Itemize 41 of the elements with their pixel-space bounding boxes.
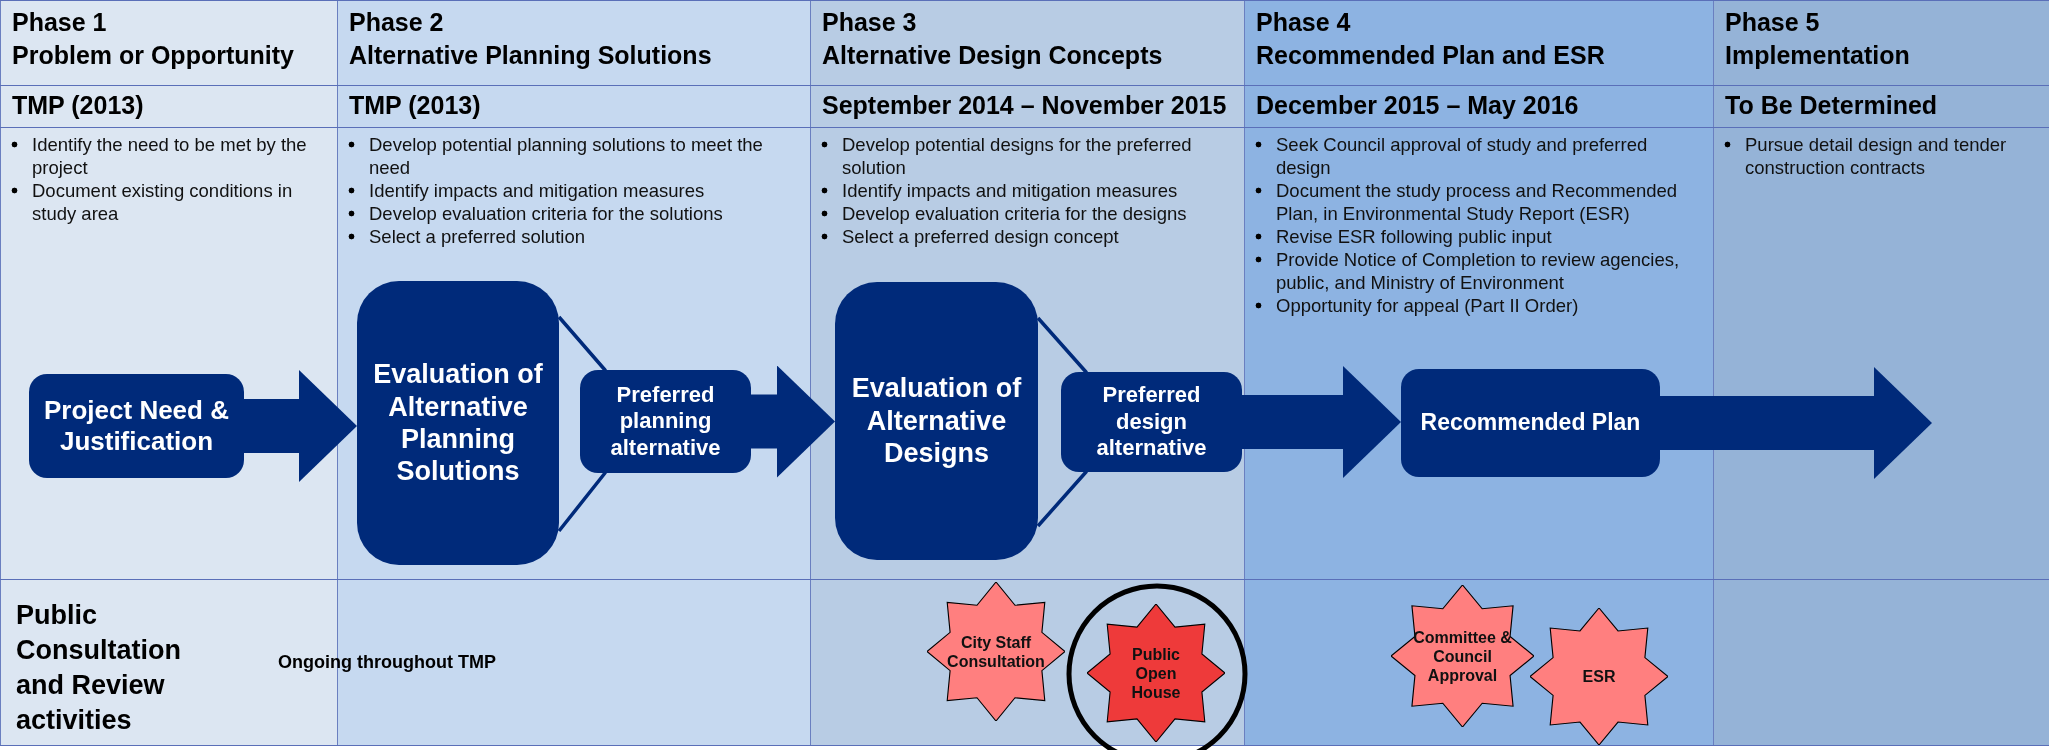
- note-text: Ongoing throughout TMP: [278, 652, 496, 673]
- row-heading: Public Consultation and Review activities: [16, 599, 182, 737]
- box-label: Evaluation of Alternative Designs: [850, 372, 1023, 470]
- block-arrow: [1660, 367, 1932, 479]
- star-shape: [1391, 585, 1534, 727]
- star-label: Public Open House: [1130, 644, 1182, 702]
- star-shape: [1530, 608, 1668, 745]
- block-arrow: [751, 365, 835, 478]
- phase-heading: Phase 1: [12, 8, 107, 37]
- phase-date: To Be Determined: [1725, 91, 1938, 120]
- star-label: ESR: [1582, 667, 1616, 686]
- block-arrow: [244, 370, 357, 482]
- box-label: Preferred design alternative: [1095, 382, 1208, 462]
- star-shape: [1087, 604, 1225, 742]
- star-label: City Staff Consultation: [946, 632, 1046, 671]
- process-box: [357, 281, 559, 565]
- phase-heading: Phase 4: [1256, 8, 1351, 37]
- phase-date: TMP (2013): [12, 91, 144, 120]
- star-shape: [927, 582, 1065, 721]
- process-box: [580, 370, 751, 473]
- box-label: Recommended Plan: [1420, 409, 1641, 437]
- process-box: [835, 282, 1038, 560]
- phase-title: Alternative Planning Solutions: [349, 41, 712, 70]
- phase-title: Problem or Opportunity: [12, 41, 294, 70]
- phase-title: Alternative Design Concepts: [822, 41, 1163, 70]
- star-label: Committee & Council Approval: [1412, 627, 1513, 685]
- phase-title: Recommended Plan and ESR: [1256, 41, 1605, 70]
- process-box: [29, 374, 244, 478]
- phase-date: TMP (2013): [349, 91, 481, 120]
- phase-heading: Phase 3: [822, 8, 917, 37]
- box-label: Evaluation of Alternative Planning Solutions: [372, 358, 544, 488]
- box-label: Project Need & Justification: [43, 394, 230, 458]
- phase-heading: Phase 5: [1725, 8, 1820, 37]
- block-arrow: [1242, 366, 1401, 478]
- phase-title: Implementation: [1725, 41, 1910, 70]
- process-box: [1061, 372, 1242, 472]
- phase-date: December 2015 – May 2016: [1256, 91, 1579, 120]
- process-box: [1401, 369, 1660, 477]
- phase-date: September 2014 – November 2015: [822, 91, 1227, 120]
- box-label: Preferred planning alternative: [609, 381, 722, 462]
- phase-heading: Phase 2: [349, 8, 444, 37]
